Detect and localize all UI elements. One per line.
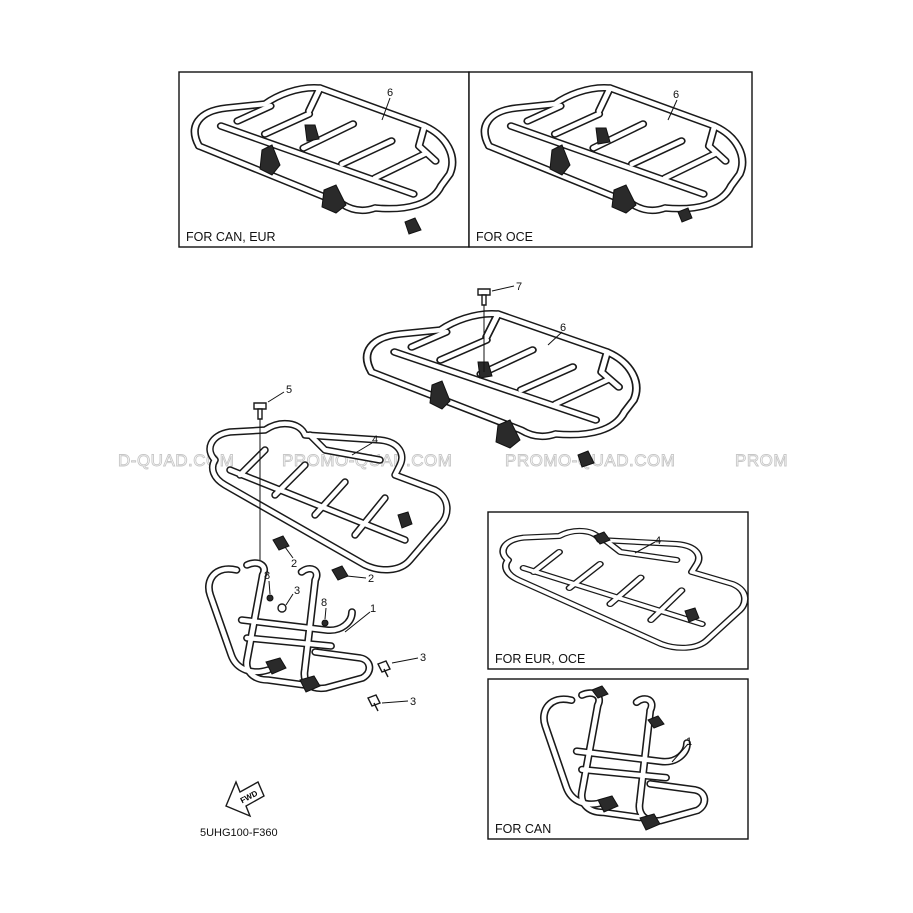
leader-line — [491, 285, 515, 292]
callout-6: 6 — [387, 87, 393, 99]
fwd-arrow: FWD — [225, 780, 265, 818]
panel-caption: FOR CAN — [495, 822, 551, 836]
leader-line — [667, 99, 678, 121]
leader-line — [285, 593, 294, 606]
bolt-3b — [377, 660, 391, 678]
watermark: D-QUAD.COM PROMO-QUAD.COM PROMO-QUAD.COM… — [118, 451, 788, 471]
leader-line — [381, 97, 391, 121]
main-front-guard: 2 2 8 8 3 3 3 1 — [209, 535, 426, 712]
panel-caption: FOR OCE — [476, 230, 533, 244]
panel-for-can-eur: 6 FOR CAN, EUR — [178, 71, 470, 248]
diagram-code: 5UHG100-F360 — [200, 827, 278, 839]
leader-line — [351, 442, 373, 456]
callout-7: 7 — [516, 281, 522, 293]
rack-mount-feet — [549, 127, 693, 223]
callout-6: 6 — [673, 89, 679, 101]
leader-line — [324, 607, 327, 620]
callout-6: 6 — [560, 322, 566, 334]
collar-8b — [321, 619, 329, 627]
leader-line — [391, 657, 419, 664]
main-rear-rack: 7 6 — [367, 281, 636, 468]
bolt-3a — [277, 603, 287, 613]
leader-line — [671, 743, 689, 763]
leader-line — [634, 541, 656, 554]
callout-1: 1 — [370, 603, 376, 615]
callout-4: 4 — [655, 535, 661, 547]
callout-3: 3 — [420, 652, 426, 664]
bolt-5 — [253, 402, 267, 420]
grommet-2b — [331, 565, 349, 581]
leader-line — [284, 546, 294, 559]
main-front-rack: 4 5 — [210, 384, 447, 570]
panel-for-oce: 6 FOR OCE — [468, 71, 753, 248]
callout-2: 2 — [291, 558, 297, 570]
callout-8: 8 — [264, 570, 270, 582]
callout-1: 1 — [686, 736, 692, 748]
collar-8a — [266, 594, 274, 602]
callout-5: 5 — [286, 384, 292, 396]
bolt-7 — [477, 288, 491, 306]
leader-line — [344, 611, 371, 633]
bolt-3c — [367, 694, 381, 712]
rack-mount-feet — [259, 124, 422, 235]
panel-for-eur-oce: 4 FOR EUR, OCE — [487, 511, 749, 670]
panel-caption: FOR EUR, OCE — [495, 652, 585, 666]
callout-3: 3 — [294, 585, 300, 597]
panel-caption: FOR CAN, EUR — [186, 230, 276, 244]
panel-for-can: 1 FOR CAN — [487, 678, 749, 840]
leader-line — [346, 575, 367, 579]
grommet-2a — [272, 535, 290, 551]
leader-line — [381, 700, 409, 704]
callout-8: 8 — [321, 597, 327, 609]
leader-line — [267, 391, 285, 403]
callout-2: 2 — [368, 573, 374, 585]
callout-4: 4 — [372, 434, 378, 446]
leader-line — [547, 331, 563, 346]
watermark-text-1: D-QUAD.COM — [118, 451, 234, 470]
callout-3: 3 — [410, 696, 416, 708]
leader-line — [268, 580, 271, 595]
watermark-text-4: PROM — [735, 451, 788, 470]
